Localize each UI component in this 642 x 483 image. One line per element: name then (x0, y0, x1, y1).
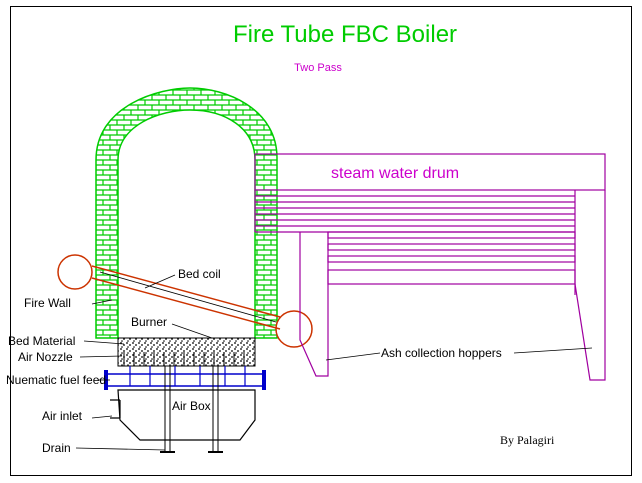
drain-pipes (164, 366, 219, 452)
label-fuel-feed: Nuematic fuel feed (6, 373, 106, 387)
ash-hoppers (299, 232, 606, 381)
brick-fire-wall (95, 87, 278, 339)
label-burner: Burner (131, 315, 167, 329)
label-steam-drum: steam water drum (331, 165, 459, 182)
label-author: By Palagiri (500, 433, 555, 447)
bed-material-zone (117, 337, 256, 367)
label-air-inlet: Air inlet (42, 409, 83, 423)
label-drain: Drain (42, 441, 71, 455)
label-ash-hoppers: Ash collection hoppers (381, 346, 502, 360)
diagram-subtitle: Two Pass (294, 62, 342, 74)
label-air-nozzle: Air Nozzle (18, 350, 73, 364)
label-fire-wall: Fire Wall (24, 296, 71, 310)
air-nozzles (123, 352, 245, 366)
label-bed-material: Bed Material (8, 334, 75, 348)
label-bed-coil: Bed coil (178, 267, 221, 281)
leader-lines (75, 274, 593, 451)
diagram-frame (10, 6, 632, 476)
air-inlet-duct (110, 399, 121, 419)
label-air-box: Air Box (172, 399, 211, 413)
fuel-feed-pipe (104, 366, 266, 390)
diagram-title: Fire Tube FBC Boiler (233, 21, 457, 48)
bed-coil (57, 254, 313, 348)
air-box (117, 389, 256, 441)
